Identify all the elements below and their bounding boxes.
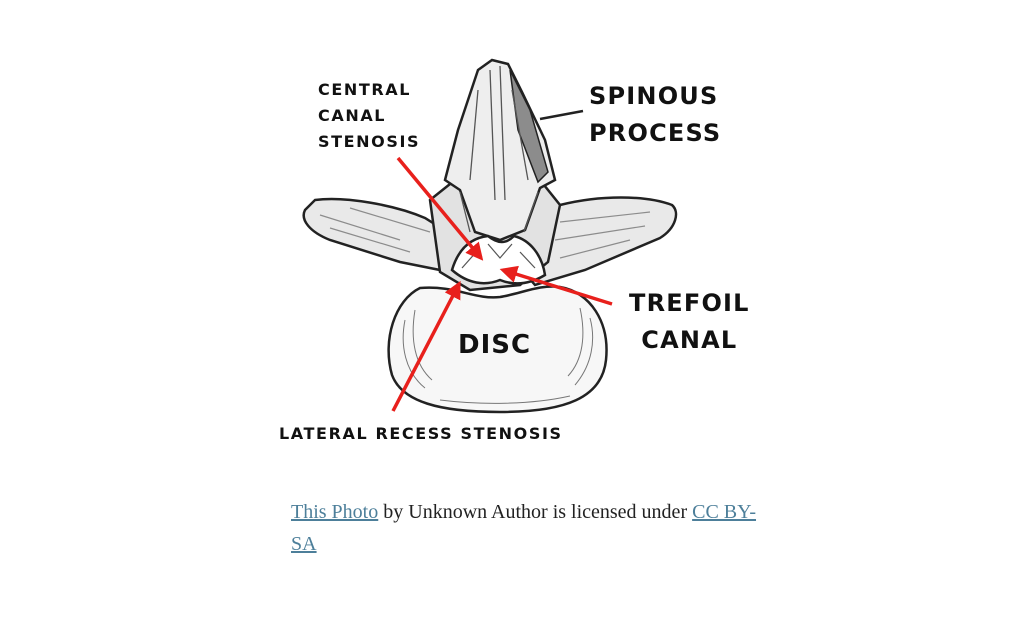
left-transverse-shading [319,207,431,253]
spinous-process-ridges [459,65,539,233]
vertebra-diagram [302,58,678,414]
central-canal-arrow [396,156,484,261]
attribution-middle-text: by Unknown Author is licensed under [378,501,693,523]
central-canal-stenosis-line-2: CANAL [318,106,387,125]
lateral-recess-stenosis-label: LATERAL RECESS STENOSIS [279,424,563,443]
license-link[interactable]: CC BY-SA [291,501,757,555]
lateral-recess-arrow [391,280,461,412]
central-canal-stenosis-line-3: STENOSIS [318,132,421,151]
disc-label: DISC [458,330,532,360]
spinous-process-line-1: SPINOUS [589,82,719,110]
trefoil-canal-line-1: TREFOIL [629,289,750,317]
trefoil-canal-label: TREFOIL CANAL [629,285,750,359]
this-photo-link[interactable]: This Photo [291,501,379,523]
attribution-caption: This Photo by Unknown Author is licensed… [291,496,771,560]
spinous-process-leader [539,109,584,121]
trefoil-canal-arrow [499,265,613,306]
spinous-process-shadow [509,69,549,184]
spinous-process-line-2: PROCESS [589,119,722,147]
central-canal-stenosis-line-1: CENTRAL [318,80,412,99]
central-canal-stenosis-label: CENTRAL CANAL STENOSIS [318,77,420,155]
disc-ring-lines [402,307,594,404]
right-transverse-shading [554,211,651,259]
trefoil-canal-line-2: CANAL [641,326,738,354]
spinous-process-label: SPINOUS PROCESS [589,78,721,152]
left-transverse-process [302,197,462,274]
